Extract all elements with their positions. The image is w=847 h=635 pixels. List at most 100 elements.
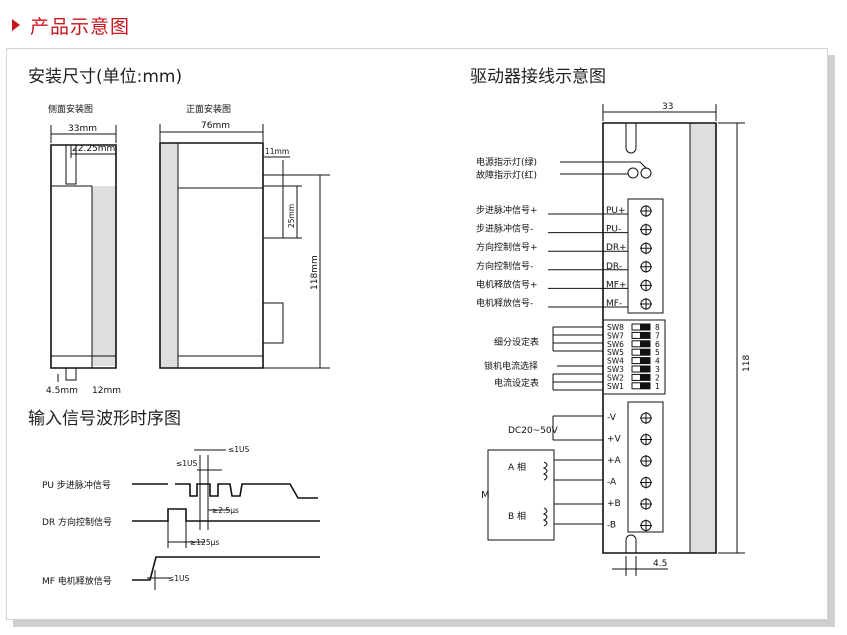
dim-side-inner: 22.25mm bbox=[72, 144, 115, 154]
screw-cross-icon bbox=[640, 260, 652, 273]
page-title: 产品示意图 bbox=[30, 15, 131, 38]
power-led-label: 电源指示灯(绿) bbox=[476, 156, 537, 168]
screw-cross-icon bbox=[640, 433, 652, 446]
dip-switch-label: SW7 bbox=[607, 331, 624, 340]
screw-cross-icon bbox=[640, 223, 652, 236]
signal-label: 步进脉冲信号- bbox=[476, 223, 533, 235]
lock-label: 锁机电流选择 bbox=[484, 360, 538, 372]
install-title: 安装尺寸(单位:mm) bbox=[28, 67, 182, 87]
dip-switch-toggle bbox=[640, 357, 650, 364]
dip-switch-label: SW1 bbox=[607, 382, 624, 391]
dip-switch-number: 4 bbox=[655, 357, 660, 366]
signal-label: 电机释放信号+ bbox=[476, 278, 538, 290]
power-pin-label: -V bbox=[607, 413, 617, 423]
dip-switch-toggle bbox=[640, 332, 650, 339]
dim-small: 11mm bbox=[265, 147, 289, 156]
dip-switch-toggle bbox=[640, 382, 650, 389]
screw-cross-icon bbox=[640, 279, 652, 292]
power-wiring bbox=[487, 415, 603, 541]
timing-t2: ≤1US bbox=[176, 459, 198, 468]
subdiv-label: 细分设定表 bbox=[494, 336, 539, 348]
current-label: 电流设定表 bbox=[494, 377, 539, 389]
screw-cross-icon bbox=[640, 298, 652, 310]
fault-led-label: 故障指示灯(红) bbox=[476, 169, 537, 181]
dc-label: DC20~50V bbox=[508, 426, 559, 436]
screw-cross-icon bbox=[640, 412, 652, 424]
timing-title: 输入信号波形时序图 bbox=[28, 409, 181, 429]
dip-switch-label: SW5 bbox=[607, 348, 624, 357]
dim-side: 118 bbox=[742, 355, 752, 372]
terminal-pin-label: DR+ bbox=[606, 243, 627, 253]
timing-t3: ≥2.5μs bbox=[212, 506, 239, 515]
side-view-drawing bbox=[50, 125, 117, 381]
power-pin-label: -A bbox=[607, 478, 617, 488]
dip-switch-number: 7 bbox=[655, 331, 660, 340]
dip-switch-label: SW6 bbox=[607, 340, 624, 349]
timing-waveforms bbox=[132, 449, 320, 590]
dim-top: 33 bbox=[662, 102, 673, 112]
screw-cross-icon bbox=[640, 242, 652, 255]
dim-hole: 4.5mm bbox=[46, 386, 78, 396]
screw-cross-icon bbox=[640, 476, 652, 489]
front-view-drawing bbox=[159, 124, 330, 369]
page-header: 产品示意图 bbox=[12, 10, 130, 40]
wiring-title: 驱动器接线示意图 bbox=[470, 67, 606, 87]
power-pin-label: +B bbox=[607, 499, 621, 509]
signal-label: 步进脉冲信号+ bbox=[476, 204, 538, 216]
mf-label: MF 电机释放信号 bbox=[42, 575, 112, 587]
triangle-bullet-icon bbox=[12, 19, 20, 31]
dip-switch-label: SW4 bbox=[607, 357, 624, 366]
dim-side-width: 33mm bbox=[68, 124, 97, 134]
power-pin-label: -B bbox=[607, 521, 616, 531]
dip-switch-toggle bbox=[640, 324, 650, 330]
dip-switch-toggle bbox=[640, 340, 650, 347]
dip-switch-toggle bbox=[640, 349, 650, 356]
screw-cross-icon bbox=[640, 498, 652, 510]
dim-base: 12mm bbox=[92, 386, 121, 396]
driver-outline bbox=[602, 104, 745, 576]
dip-leader-lines bbox=[552, 326, 603, 391]
power-pin-label: +A bbox=[607, 456, 622, 466]
dip-switch-number: 5 bbox=[655, 348, 660, 357]
dip-switch-label: SW2 bbox=[607, 373, 624, 382]
dip-switch-toggle bbox=[640, 374, 650, 381]
signal-label: 方向控制信号- bbox=[476, 260, 533, 272]
dim-mid: 25mm bbox=[287, 204, 296, 228]
dip-switch-number: 6 bbox=[655, 340, 660, 349]
signal-terminal-block: 步进脉冲信号+ PU+ 步进脉冲信号- PU- 方向控制信号+ DR+ 方向控制信号- DR-… bbox=[476, 198, 664, 314]
phase-b-label: B 相 bbox=[508, 510, 526, 522]
dim-front-width: 76mm bbox=[201, 121, 230, 131]
led-indicators bbox=[560, 161, 652, 179]
dip-switch-label: SW8 bbox=[607, 323, 624, 332]
dip-switch-number: 3 bbox=[655, 365, 660, 374]
dip-switch-number: 1 bbox=[655, 382, 660, 391]
front-view-label: 正面安装图 bbox=[186, 103, 231, 115]
power-pin-label: +V bbox=[607, 435, 622, 445]
signal-label: 电机释放信号- bbox=[476, 297, 533, 309]
dip-switch-label: SW3 bbox=[607, 365, 624, 374]
phase-a-label: A 相 bbox=[508, 461, 526, 473]
screw-cross-icon bbox=[640, 455, 652, 467]
terminal-pin-label: MF- bbox=[606, 299, 622, 309]
dim-height: 118mm bbox=[310, 255, 320, 290]
dim-bottom: 4.5 bbox=[653, 559, 667, 569]
side-view-label: 侧面安装图 bbox=[48, 103, 93, 115]
terminal-pin-label: MF+ bbox=[606, 280, 626, 290]
timing-t1: ≤1US bbox=[228, 445, 250, 454]
dip-switch-number: 8 bbox=[655, 323, 660, 332]
dip-switch-number: 2 bbox=[655, 373, 660, 382]
power-terminal-block: -V +V +A -A +B -B bbox=[607, 401, 664, 533]
terminal-pin-label: DR- bbox=[606, 262, 622, 272]
screw-cross-icon bbox=[640, 205, 652, 217]
signal-label: 方向控制信号+ bbox=[476, 241, 538, 253]
motor-label: M bbox=[481, 490, 490, 501]
terminal-pin-label: PU+ bbox=[606, 206, 626, 216]
pu-label: PU 步进脉冲信号 bbox=[42, 479, 111, 491]
timing-t5: ≤1US bbox=[168, 574, 190, 583]
terminal-pin-label: PU- bbox=[606, 225, 621, 235]
dr-label: DR 方向控制信号 bbox=[42, 516, 112, 528]
timing-t4: ≥125μs bbox=[190, 538, 219, 547]
screw-cross-icon bbox=[640, 519, 652, 532]
